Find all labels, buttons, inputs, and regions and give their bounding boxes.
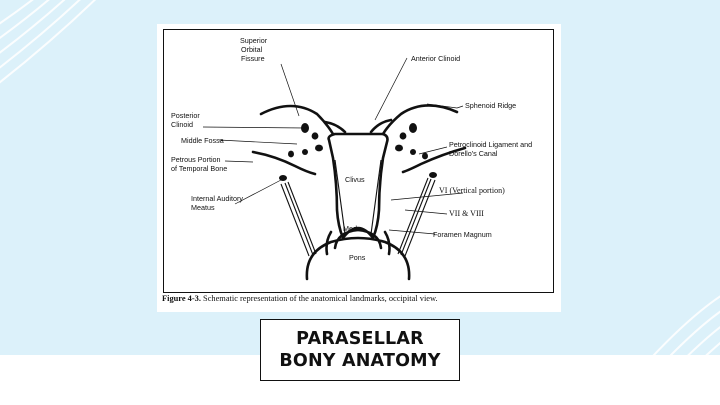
foramen-blob [399, 132, 407, 140]
label-anterior-clinoid: Anterior Clinoid [411, 54, 460, 63]
label-petrous-portion: Petrous Portion [171, 155, 221, 164]
foramen-blob [409, 123, 417, 133]
anterior-clinoid-right [369, 118, 393, 134]
caption-label: Figure 4-3. [162, 294, 201, 303]
auditory-meatus-blob [429, 172, 437, 178]
label-meatus: Meatus [191, 203, 215, 212]
slide-title-box: PARASELLAR BONY ANATOMY [260, 319, 460, 381]
label-vii-viii: VII & VIII [449, 209, 484, 218]
label-orbital: Orbital [241, 45, 263, 54]
slide-title-line-1: PARASELLAR [296, 329, 424, 349]
slide-title-line-2: BONY ANATOMY [279, 351, 441, 371]
label-clivus: Clivus [345, 175, 365, 184]
auditory-meatus-blob [279, 175, 287, 181]
nerve-vi-right [370, 159, 382, 235]
nerve-vi-left [334, 159, 346, 235]
nerve-vii-viii-left-c [287, 181, 317, 255]
medulla-outline [333, 228, 383, 250]
nerve-vii-viii-right-c [397, 177, 429, 255]
label-clinoid: Clinoid [171, 120, 193, 129]
foramen-blob [311, 132, 319, 140]
caption-text: Schematic representation of the anatomic… [200, 294, 438, 303]
foramen-blob [302, 149, 308, 155]
sphenoid-wing-right [381, 104, 459, 136]
label-fissure: Fissure [241, 54, 265, 63]
foramen-blob [422, 152, 428, 160]
label-pons: Pons [349, 253, 366, 262]
label-dorellos-canal: Dorello's Canal [449, 149, 498, 158]
anterior-clinoid-left [323, 120, 347, 134]
clivus-outline [327, 132, 389, 241]
label-internal-auditory: Internal Auditory [191, 194, 243, 203]
figure-image: Superior Orbital Fissure Anterior Clinoi… [157, 24, 561, 312]
label-sphenoid-ridge: Sphenoid Ridge [465, 101, 516, 110]
label-petroclinoid: Petroclinoid Ligament and [449, 140, 532, 149]
nerve-vii-viii-left-a [280, 183, 310, 257]
pons-outline [305, 236, 411, 281]
label-vi-vertical: VI (Vertical portion) [439, 186, 505, 195]
petrous-right [401, 146, 467, 174]
foramen-blob [288, 150, 294, 158]
petrous-left [251, 150, 317, 176]
foramen-arc-right [383, 230, 391, 256]
foramen-blob [395, 144, 403, 152]
occipital-view-diagram: Superior Orbital Fissure Anterior Clinoi… [171, 36, 532, 281]
label-temporal-bone: of Temporal Bone [171, 164, 227, 173]
label-superior: Superior [240, 36, 268, 45]
nerve-vii-viii-left-b [284, 182, 314, 256]
foramen-blob [315, 144, 323, 152]
diagram-border [163, 29, 554, 293]
figure-caption: Figure 4-3. Schematic representation of … [162, 294, 558, 303]
label-foramen-magnum: Foramen Magnum [433, 230, 492, 239]
foramen-blob [410, 149, 416, 155]
label-posterior: Posterior [171, 111, 200, 120]
foramen-arc-left [325, 230, 333, 256]
label-med: Med. [343, 224, 359, 233]
label-middle-fossa: Middle Fossa [181, 136, 224, 145]
nerve-vii-viii-right-a [404, 179, 436, 257]
sphenoid-wing-left [259, 104, 335, 136]
nerve-vii-viii-right-b [400, 178, 432, 256]
